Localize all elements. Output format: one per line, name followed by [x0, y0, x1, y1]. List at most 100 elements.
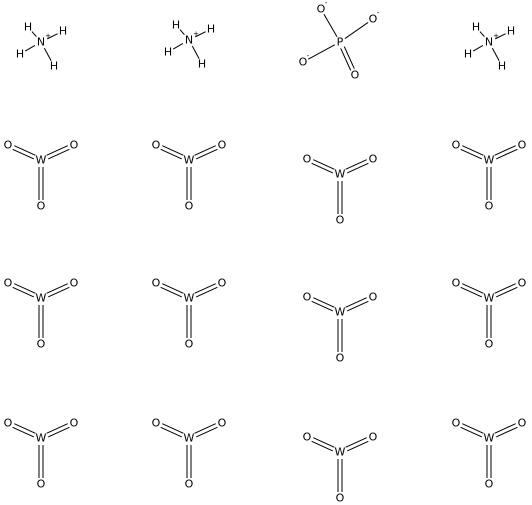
n-h-bond [47, 33, 58, 40]
oxygen-atom: O [351, 69, 360, 82]
oxygen-atom: O [369, 291, 378, 304]
oxygen-atom: O [152, 139, 161, 152]
positive-charge: + [493, 32, 499, 40]
oxygen-atom: O [70, 417, 79, 430]
oxygen-atom: O [452, 417, 461, 430]
w-o-double-bond [47, 286, 70, 298]
hydrogen-atom: H [198, 58, 206, 71]
oxygen-atom: O [369, 153, 378, 166]
hydrogen-atom: H [464, 48, 472, 61]
w-o-double-bond [495, 148, 518, 160]
n-h-bond [172, 43, 184, 50]
w-o-double-bond [194, 283, 216, 294]
w-o-double-bond [14, 145, 36, 156]
w-o-double-bond [195, 148, 218, 160]
oxygen-atom: O [4, 417, 13, 430]
w-o-double-bond [162, 145, 184, 156]
negative-charge: - [307, 52, 310, 60]
p-o-bond [344, 22, 369, 39]
w-o-double-bond [195, 426, 218, 438]
hydrogen-atom: H [24, 21, 32, 34]
w-o-double-bond [195, 286, 218, 298]
nitrogen-atom: N [37, 36, 45, 49]
w-o-double-bond [460, 286, 483, 298]
oxygen-atom: O [452, 277, 461, 290]
oxygen-atom: O [70, 139, 79, 152]
oxygen-atom: O [485, 200, 494, 213]
oxygen-atom: O [369, 431, 378, 444]
oxygen-atom: O [518, 139, 527, 152]
oxygen-atom: O [4, 277, 13, 290]
tungsten-atom: W [184, 154, 195, 167]
w-o-double-bond [311, 162, 334, 174]
tungsten-atom: W [36, 154, 47, 167]
oxygen-atom: O [218, 417, 227, 430]
w-o-double-bond [311, 440, 334, 452]
oxygen-atom: O [369, 13, 378, 26]
n-h-bond [479, 31, 485, 38]
hydrogen-atom: H [164, 46, 172, 59]
w-o-double-bond [311, 300, 334, 312]
oxygen-atom: O [185, 478, 194, 491]
phosphate-ion: PO-O-O-O [299, 0, 380, 82]
hydrogen-atom: H [59, 25, 67, 38]
oxygen-atom: O [218, 139, 227, 152]
oxygen-atom: O [37, 478, 46, 491]
w-o-double-bond [494, 423, 516, 434]
tungsten-atom: W [36, 292, 47, 305]
w-o-double-bond [162, 423, 184, 434]
n-h-bond [495, 33, 506, 40]
tungsten-atom: W [184, 432, 195, 445]
p-o-bond [308, 44, 335, 60]
oxygen-atom: O [37, 200, 46, 213]
w-o-double-bond [160, 286, 183, 298]
oxygen-atom: O [317, 3, 326, 16]
oxygen-atom: O [336, 214, 345, 227]
oxygen-atom: O [336, 352, 345, 365]
n-h-bond [191, 45, 200, 59]
oxygen-atom: O [303, 291, 312, 304]
w-o-double-bond [462, 423, 484, 434]
n-h-bond [491, 47, 500, 61]
p-o-bond [323, 13, 338, 38]
w-o-double-bond [494, 145, 516, 156]
w-o-double-bond [160, 426, 183, 438]
w-o-double-bond [495, 426, 518, 438]
w-o-double-bond [46, 423, 68, 434]
w-o-double-bond [12, 286, 35, 298]
oxygen-atom: O [485, 338, 494, 351]
w-o-double-bond [47, 426, 70, 438]
oxygen-atom: O [152, 277, 161, 290]
hydrogen-atom: H [172, 19, 180, 32]
p-o-double-bond [340, 48, 352, 71]
w-o-double-bond [14, 283, 36, 294]
w-o-double-bond [313, 297, 335, 308]
w-o-double-bond [47, 148, 70, 160]
w-o-double-bond [14, 423, 36, 434]
n-h-bond [472, 45, 484, 52]
positive-charge: + [45, 32, 51, 40]
oxygen-atom: O [303, 431, 312, 444]
w-o-double-bond [345, 159, 367, 170]
hydrogen-atom: H [50, 60, 58, 73]
tungsten-atom: W [484, 154, 495, 167]
oxygen-atom: O [518, 417, 527, 430]
positive-charge: + [193, 30, 199, 38]
oxygen-atom: O [303, 153, 312, 166]
w-o-double-bond [345, 297, 367, 308]
w-o-double-bond [194, 423, 216, 434]
w-o-double-bond [345, 437, 367, 448]
nitrogen-atom: N [185, 34, 193, 47]
w-o-double-bond [313, 159, 335, 170]
w-o-double-bond [346, 300, 369, 312]
p-o-double-bond [343, 46, 355, 69]
w-o-double-bond [460, 148, 483, 160]
w-o-double-bond [462, 283, 484, 294]
